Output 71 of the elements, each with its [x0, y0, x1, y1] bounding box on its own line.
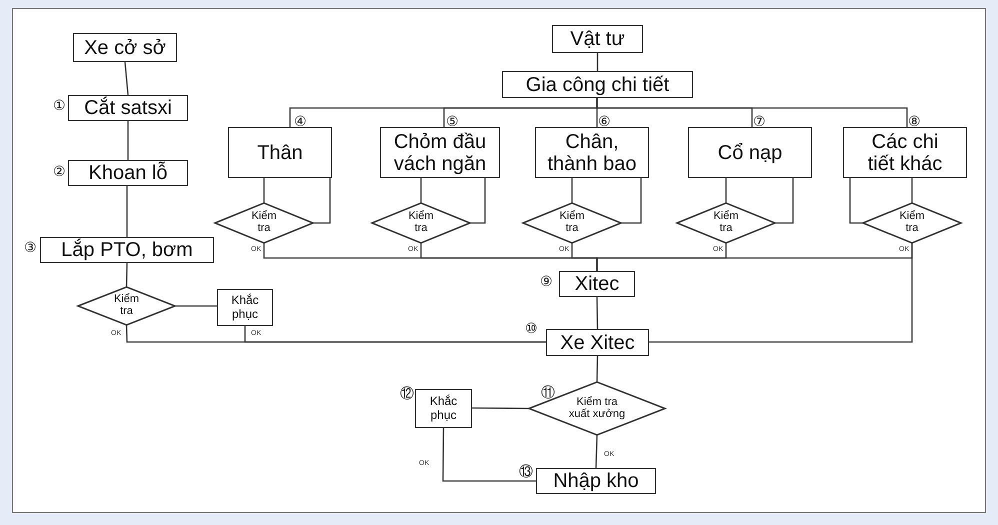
connector-line: [420, 178, 422, 203]
connector-line: [596, 98, 908, 127]
decision-label: Kiểm tra: [250, 211, 278, 235]
decision-diamond: [677, 203, 775, 243]
connector-line: [175, 305, 217, 307]
decision-label: Kiểm tra: [112, 294, 140, 318]
step-number: ①: [53, 98, 66, 112]
step-label: Lắp PTO, bơm: [61, 239, 193, 261]
connector-line: [442, 428, 536, 482]
decision-diamond: [523, 203, 621, 243]
connector-line: [595, 434, 598, 468]
step-number: ⑫: [400, 386, 414, 400]
step-label: Gia công chi tiết: [526, 74, 670, 96]
decision-diamond: [78, 287, 175, 325]
decision-diamond: [372, 203, 470, 243]
step-label: Chỏm đầu vách ngăn: [392, 130, 488, 174]
connector-line: [571, 178, 573, 203]
decision-label: Kiểm tra: [558, 211, 586, 235]
connector-line: [596, 53, 598, 71]
connector-line: [621, 178, 642, 224]
step-label: Cổ nạp: [718, 142, 782, 164]
connector-line: [849, 178, 863, 224]
step-label: Khắc phục: [230, 294, 260, 321]
step-label: Xe Xitec: [560, 332, 635, 354]
connector-line: [263, 178, 265, 203]
connector-line: [313, 178, 331, 224]
decision-label: Kiểm tra xuất xưởng: [568, 396, 626, 420]
connector-line: [725, 178, 727, 203]
step-number: ②: [53, 164, 66, 178]
step-number: ⑬: [519, 464, 533, 478]
connector-line: [472, 407, 529, 410]
process-box: [502, 71, 693, 98]
step-number: ⑪: [541, 385, 555, 399]
step-label: Các chi tiết khác: [866, 130, 944, 174]
process-box: [73, 33, 177, 62]
connector-line: [470, 178, 486, 224]
connector-line: [126, 262, 128, 288]
process-box: [552, 25, 643, 53]
connector-line: [124, 62, 129, 96]
step-label: Vật tư: [570, 28, 625, 50]
step-number: ③: [24, 240, 37, 254]
step-label: Cắt satsxi: [84, 97, 172, 119]
step-label: Khắc phục: [428, 395, 458, 422]
step-label: Xe cở sở: [84, 36, 166, 58]
connector-line: [126, 186, 128, 237]
connector-line: [244, 326, 546, 343]
decision-label: Kiểm tra: [712, 211, 740, 235]
connector-line: [649, 243, 913, 343]
step-number: ⑨: [540, 274, 553, 288]
step-number: ④: [294, 114, 307, 128]
connector-line: [775, 178, 794, 224]
connector-line: [596, 356, 598, 382]
step-number: ⑩: [525, 321, 538, 335]
decision-label: Kiểm tra: [898, 211, 926, 235]
step-number: ⑤: [446, 114, 459, 128]
step-label: Xitec: [574, 273, 620, 295]
step-label: Khoan lỗ: [88, 162, 168, 184]
process-box: [217, 289, 273, 326]
decision-diamond: [529, 382, 665, 435]
decision-label: Kiểm tra: [407, 211, 435, 235]
step-label: Chân, thành bao: [546, 130, 638, 174]
connector-line: [127, 121, 129, 160]
step-number: ⑥: [598, 114, 611, 128]
connector-line: [911, 178, 913, 203]
step-number: ⑦: [753, 114, 766, 128]
step-label: Nhập kho: [553, 470, 639, 492]
step-label: Thân: [257, 142, 303, 164]
decision-diamond: [863, 203, 961, 243]
decision-diamond: [215, 203, 313, 243]
step-number: ⑧: [908, 114, 921, 128]
connector-line: [596, 296, 598, 330]
